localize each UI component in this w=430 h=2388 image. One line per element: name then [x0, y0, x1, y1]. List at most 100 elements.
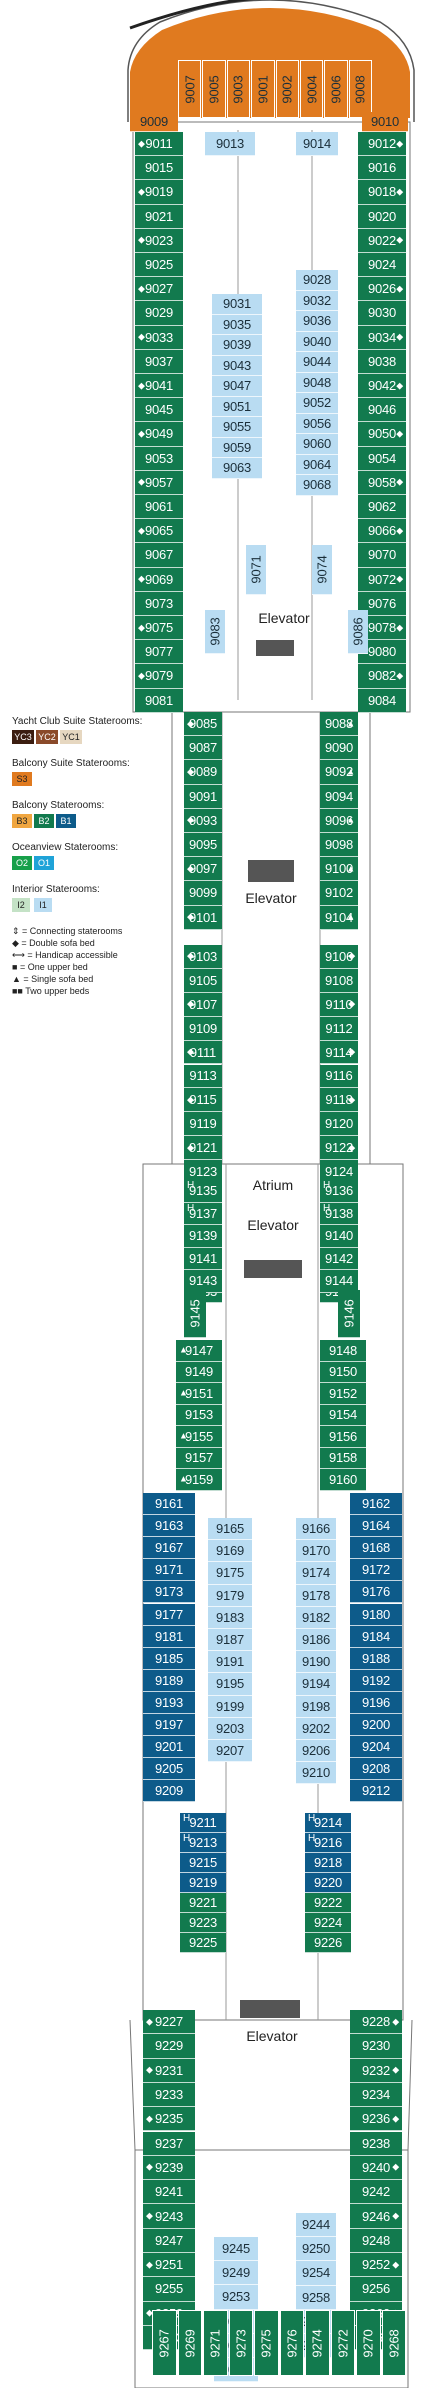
stateroom-9145[interactable]: 9145 — [184, 1290, 206, 1338]
stateroom-9075[interactable]: 9075◆ — [135, 616, 183, 641]
stateroom-9198[interactable]: 9198 — [296, 1695, 336, 1718]
stateroom-9186[interactable]: 9186 — [296, 1629, 336, 1652]
stateroom-9104[interactable]: 9104▲ — [320, 905, 358, 930]
stateroom-9105[interactable]: 9105 — [184, 968, 222, 993]
stateroom-9013[interactable]: 9013 — [205, 132, 255, 156]
stateroom-9056[interactable]: 9056 — [296, 413, 338, 434]
stateroom-9069[interactable]: 9069◆ — [135, 567, 183, 592]
stateroom-9255[interactable]: 9255 — [143, 2277, 195, 2302]
stateroom-9024[interactable]: 9024 — [358, 253, 406, 278]
stateroom-9170[interactable]: 9170 — [296, 1540, 336, 1563]
stateroom-9171[interactable]: 9171 — [143, 1559, 195, 1582]
stateroom-9106[interactable]: 9106◆ — [320, 945, 358, 969]
stateroom-9204[interactable]: 9204 — [350, 1736, 402, 1759]
stateroom-9067[interactable]: 9067 — [135, 543, 183, 568]
stateroom-9063[interactable]: 9063 — [212, 458, 262, 479]
stateroom-9014[interactable]: 9014 — [296, 132, 338, 156]
stateroom-9234[interactable]: 9234 — [350, 2082, 402, 2108]
stateroom-9052[interactable]: 9052 — [296, 393, 338, 414]
stateroom-9143[interactable]: 9143 — [184, 1270, 222, 1293]
stateroom-9207[interactable]: 9207 — [208, 1740, 252, 1763]
stateroom-9085[interactable]: 9085◆ — [184, 712, 222, 737]
stateroom-9168[interactable]: 9168 — [350, 1537, 402, 1560]
stateroom-9097[interactable]: 9097◆ — [184, 857, 222, 882]
stateroom-9093[interactable]: 9093◆ — [184, 808, 222, 833]
stateroom-9043[interactable]: 9043 — [212, 355, 262, 376]
stateroom-9027[interactable]: 9027◆ — [135, 277, 183, 302]
stateroom-9192[interactable]: 9192 — [350, 1669, 402, 1692]
stateroom-9236[interactable]: 9236◆ — [350, 2107, 402, 2132]
stateroom-9099[interactable]: 9099 — [184, 881, 222, 906]
stateroom-9169[interactable]: 9169 — [208, 1540, 252, 1563]
stateroom-9102[interactable]: 9102 — [320, 881, 358, 906]
stateroom-9088[interactable]: 9088▲ — [320, 712, 358, 737]
stateroom-9065[interactable]: 9065◆ — [135, 519, 183, 544]
stateroom-9197[interactable]: 9197 — [143, 1714, 195, 1737]
stateroom-9226[interactable]: 9226 — [305, 1933, 351, 1953]
stateroom-9158[interactable]: 9158 — [320, 1447, 366, 1469]
stateroom-9245[interactable]: 9245 — [214, 2237, 258, 2262]
stateroom-9023[interactable]: 9023◆ — [135, 228, 183, 253]
stateroom-9016[interactable]: 9016 — [358, 156, 406, 181]
stateroom-9210[interactable]: 9210 — [296, 1762, 336, 1785]
stateroom-9020[interactable]: 9020 — [358, 204, 406, 229]
stateroom-9004[interactable]: 9004 — [300, 60, 324, 118]
stateroom-9123[interactable]: 9123 — [184, 1160, 222, 1184]
stateroom-9049[interactable]: 9049◆ — [135, 422, 183, 447]
stateroom-9244[interactable]: 9244 — [296, 2213, 336, 2238]
stateroom-9235[interactable]: 9235◆ — [143, 2107, 195, 2132]
stateroom-9059[interactable]: 9059 — [212, 437, 262, 458]
stateroom-9010[interactable]: 9010 — [362, 112, 408, 132]
stateroom-9079[interactable]: 9079◆ — [135, 664, 183, 689]
stateroom-9095[interactable]: 9095 — [184, 833, 222, 858]
stateroom-9003[interactable]: 9003 — [226, 60, 251, 118]
stateroom-9107[interactable]: 9107◆ — [184, 992, 222, 1017]
stateroom-9118[interactable]: 9118◆ — [320, 1088, 358, 1113]
stateroom-9092[interactable]: 9092▲ — [320, 760, 358, 785]
stateroom-9251[interactable]: 9251◆ — [143, 2253, 195, 2278]
stateroom-9022[interactable]: 9022◆ — [358, 228, 406, 253]
stateroom-9044[interactable]: 9044 — [296, 352, 338, 373]
stateroom-9026[interactable]: 9026◆ — [358, 277, 406, 302]
stateroom-9116[interactable]: 9116 — [320, 1064, 358, 1089]
stateroom-9252[interactable]: 9252◆ — [350, 2253, 402, 2278]
stateroom-9269[interactable]: 9269 — [177, 2310, 202, 2376]
stateroom-9111[interactable]: 9111◆ — [184, 1040, 222, 1065]
stateroom-9228[interactable]: 9228◆ — [350, 2010, 402, 2035]
stateroom-9144[interactable]: 9144 — [320, 1270, 358, 1293]
stateroom-9276[interactable]: 9276 — [279, 2310, 304, 2376]
stateroom-9173[interactable]: 9173 — [143, 1581, 195, 1604]
stateroom-9272[interactable]: 9272 — [330, 2310, 355, 2376]
stateroom-9047[interactable]: 9047 — [212, 376, 262, 397]
stateroom-9090[interactable]: 9090 — [320, 736, 358, 761]
stateroom-9201[interactable]: 9201 — [143, 1736, 195, 1759]
stateroom-9163[interactable]: 9163 — [143, 1515, 195, 1538]
stateroom-9148[interactable]: 9148 — [320, 1340, 366, 1362]
stateroom-9220[interactable]: 9220 — [305, 1873, 351, 1893]
stateroom-9176[interactable]: 9176 — [350, 1581, 402, 1604]
stateroom-9156[interactable]: 9156 — [320, 1426, 366, 1448]
stateroom-9248[interactable]: 9248 — [350, 2228, 402, 2253]
stateroom-9177[interactable]: 9177 — [143, 1603, 195, 1626]
stateroom-9153[interactable]: 9153 — [176, 1404, 222, 1426]
stateroom-9227[interactable]: 9227◆ — [143, 2010, 195, 2035]
stateroom-9147[interactable]: 9147▲ — [176, 1340, 222, 1362]
stateroom-9071[interactable]: 9071 — [246, 545, 266, 595]
stateroom-9034[interactable]: 9034◆ — [358, 325, 406, 350]
stateroom-9243[interactable]: 9243◆ — [143, 2204, 195, 2229]
stateroom-9089[interactable]: 9089◆ — [184, 760, 222, 785]
stateroom-9229[interactable]: 9229 — [143, 2034, 195, 2059]
stateroom-9054[interactable]: 9054 — [358, 446, 406, 471]
stateroom-9187[interactable]: 9187 — [208, 1629, 252, 1652]
stateroom-9008[interactable]: 9008 — [348, 60, 373, 118]
stateroom-9232[interactable]: 9232◆ — [350, 2058, 402, 2083]
stateroom-9167[interactable]: 9167 — [143, 1537, 195, 1560]
stateroom-9028[interactable]: 9028 — [296, 270, 338, 291]
stateroom-9046[interactable]: 9046 — [358, 398, 406, 423]
stateroom-9188[interactable]: 9188 — [350, 1647, 402, 1670]
